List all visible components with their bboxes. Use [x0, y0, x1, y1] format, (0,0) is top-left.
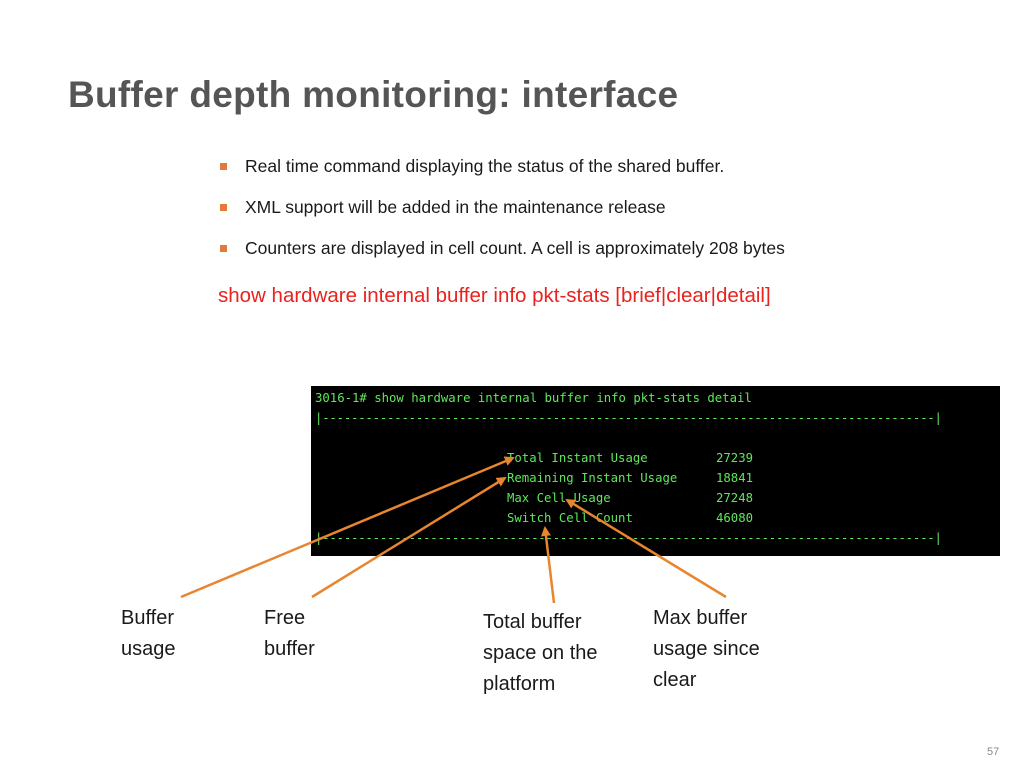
terminal-row-value: 18841: [716, 471, 754, 485]
terminal-row-value: 27239: [716, 451, 754, 465]
terminal-row-label: Remaining Instant Usage: [507, 471, 678, 485]
slide-title: Buffer depth monitoring: interface: [68, 74, 679, 115]
callout-total-buffer: Total buffer space on the platform: [483, 611, 598, 695]
terminal-screenshot: 3016-1# show hardware internal buffer in…: [311, 386, 1000, 556]
terminal-row-label: Max Cell Usage: [507, 491, 611, 505]
square-bullet-icon: [220, 245, 227, 252]
page-number: 57: [987, 746, 1000, 758]
terminal-prompt-line: 3016-1# show hardware internal buffer in…: [315, 391, 752, 405]
bullet-text: XML support will be added in the mainten…: [245, 197, 666, 217]
command-syntax: show hardware internal buffer info pkt-s…: [218, 284, 771, 307]
bullet-text: Counters are displayed in cell count. A …: [245, 238, 785, 258]
terminal-row-value: 27248: [716, 491, 754, 505]
callout-buffer-usage: Buffer usage: [121, 607, 176, 660]
callout-free-buffer: Free buffer: [264, 607, 315, 660]
terminal-separator-bottom: |---------------------------------------…: [315, 531, 942, 545]
bullet-item: Real time command displaying the status …: [218, 152, 785, 193]
terminal-separator-top: |---------------------------------------…: [315, 411, 942, 425]
square-bullet-icon: [220, 204, 227, 211]
square-bullet-icon: [220, 163, 227, 170]
callout-max-buffer: Max buffer usage since clear: [653, 607, 760, 691]
bullet-text: Real time command displaying the status …: [245, 156, 725, 176]
terminal-row-label: Switch Cell Count: [507, 511, 633, 525]
bullet-item: Counters are displayed in cell count. A …: [218, 234, 785, 275]
terminal-row-label: Total Instant Usage: [507, 451, 648, 465]
bullet-list: Real time command displaying the status …: [218, 152, 785, 275]
bullet-item: XML support will be added in the mainten…: [218, 193, 785, 234]
terminal-row-value: 46080: [716, 511, 754, 525]
